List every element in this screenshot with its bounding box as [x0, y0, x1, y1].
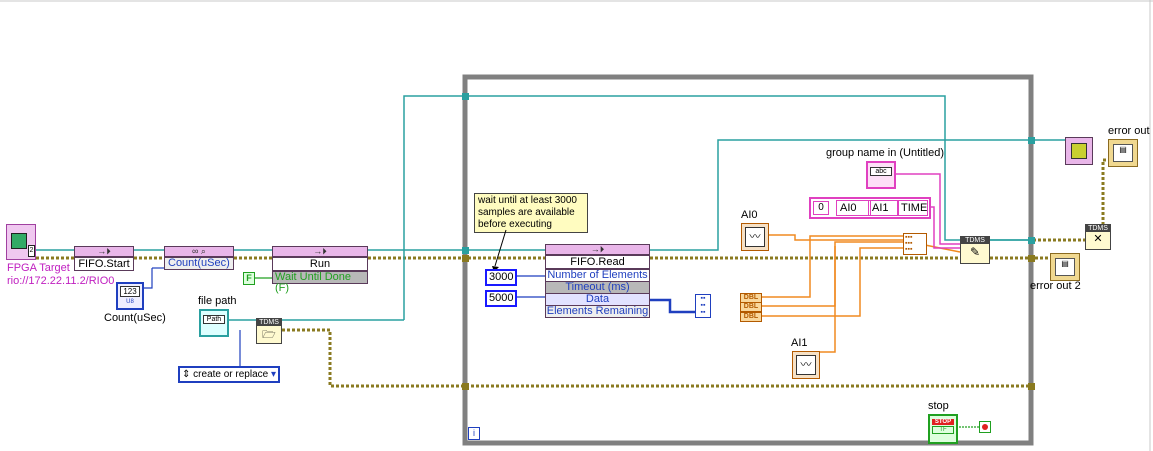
enum-arrows-icon: ⇕: [182, 369, 191, 380]
channel-item-2[interactable]: TIME: [897, 200, 928, 216]
count-indicator[interactable]: 123 U8: [116, 282, 144, 310]
tunnel-fpga-left: [462, 93, 469, 100]
string-wire: [892, 173, 960, 249]
comment-arrow-icon: [492, 229, 507, 272]
fifo-read-header: →⏵: [545, 244, 650, 255]
fpga-board-icon: [11, 233, 27, 249]
run-header: →⏵: [272, 246, 368, 257]
tunnel-fpga-left-2: [462, 247, 469, 254]
dbl-convert-1[interactable]: DBL: [740, 302, 762, 312]
error-out-2-label: error out 2: [1030, 280, 1081, 292]
ai0-label: AI0: [741, 209, 758, 221]
channel-item-0[interactable]: AI0: [836, 200, 871, 216]
operation-enum[interactable]: ⇕ create or replace ▾: [178, 366, 280, 383]
tdms-open-node[interactable]: TDMS 🗁: [256, 318, 282, 344]
fpga-target-label: FPGA Target: [7, 262, 70, 274]
comment-text: wait until at least 3000 samples are ava…: [478, 195, 577, 230]
waveform-graph-icon: 〰: [745, 227, 765, 247]
waveform-graph-icon: 〰: [796, 355, 816, 375]
number-of-elements-constant[interactable]: 3000: [485, 269, 517, 286]
error-out-indicator[interactable]: ▤: [1108, 139, 1138, 167]
fpga-target-address: rio://172.22.11.2/RIO0: [7, 275, 115, 287]
close-file-icon: ✕: [1093, 233, 1103, 245]
channel-item-1[interactable]: AI1: [868, 200, 899, 216]
count-indicator-label: Count(uSec): [104, 312, 166, 324]
tdms-close-node[interactable]: TDMS ✕: [1085, 224, 1111, 250]
timeout-constant[interactable]: 5000: [485, 290, 517, 307]
tunnel-error-left: [462, 255, 469, 262]
fifo-read-row-remaining: Elements Remaining: [545, 305, 650, 318]
u8-type-icon: U8: [126, 299, 134, 305]
group-name-label: group name in (Untitled): [826, 147, 945, 159]
tunnel-fpga-right: [1028, 137, 1035, 144]
stop-sign-icon: STOP: [932, 419, 954, 425]
index-array-node[interactable]: ▪▪▪▪▪▪: [695, 294, 711, 318]
tunnel-error-right-2: [1028, 383, 1035, 390]
numeric-display-icon: 123: [120, 286, 140, 297]
ai0-waveform-graph[interactable]: 〰: [741, 223, 769, 251]
dropdown-arrow-icon: ▾: [270, 369, 276, 380]
build-array-icon: ▪▪▪▪▪▪▪▪▪: [905, 234, 913, 253]
run-title: Run: [272, 257, 368, 271]
tdms-write-header: TDMS: [961, 237, 989, 244]
run-wait-row: Wait Until Done (F): [272, 271, 368, 294]
build-array-node[interactable]: ▪▪▪▪▪▪▪▪▪: [903, 233, 927, 255]
error-out-label: error out: [1108, 125, 1150, 137]
dbl-wire: [760, 234, 961, 353]
error-cluster-icon: ▤: [1113, 144, 1133, 162]
array-index[interactable]: 0: [813, 201, 829, 215]
tdms-write-node[interactable]: TDMS ✎: [960, 236, 990, 264]
path-icon: Path: [203, 315, 225, 324]
ai1-label: AI1: [791, 337, 808, 349]
open-folder-icon: 🗁: [262, 329, 276, 341]
loop-iteration-terminal: i: [468, 427, 480, 440]
index-array-icon: ▪▪▪▪▪▪: [700, 295, 706, 316]
fpga-target-reference[interactable]: 2: [6, 224, 36, 260]
fifo-read-title: FIFO.Read: [545, 255, 650, 269]
tunnel-error-left-2: [462, 383, 469, 390]
ai1-waveform-graph[interactable]: 〰: [792, 351, 820, 379]
fifo-start-header: →⏵: [74, 246, 134, 257]
fifo-read-node[interactable]: →⏵ FIFO.Read Number of Elements Timeout …: [545, 244, 650, 319]
readwrite-header: ∞ ⌕: [164, 246, 234, 257]
pencil-icon: ✎: [969, 245, 981, 259]
group-name-control[interactable]: abc: [866, 161, 896, 189]
file-path-label: file path: [198, 295, 237, 307]
boolean-type-icon: TF: [932, 426, 954, 434]
comment-note: wait until at least 3000 samples are ava…: [474, 193, 588, 233]
fpga-reference-wire: [36, 95, 1065, 321]
string-control-icon: abc: [870, 167, 892, 176]
stop-if-true-icon: [982, 424, 988, 430]
count-readwrite-node[interactable]: ∞ ⌕ Count(uSec): [164, 246, 234, 274]
false-constant[interactable]: F: [243, 272, 255, 285]
channel-name-array[interactable]: 0 AI0 AI1 TIME: [809, 197, 931, 219]
close-fpga-icon: [1071, 143, 1087, 159]
stop-button[interactable]: STOP TF: [928, 414, 958, 444]
tunnel-error-right: [1028, 255, 1035, 262]
dbl-convert-2[interactable]: DBL: [740, 312, 762, 322]
fifo-start-title: FIFO.Start: [74, 257, 134, 271]
stop-label: stop: [928, 400, 949, 412]
tdms-open-header: TDMS: [257, 319, 281, 326]
data-array-wire: [650, 298, 695, 314]
tdms-close-header: TDMS: [1086, 225, 1110, 232]
error-cluster-icon: ▤: [1055, 258, 1075, 276]
loop-condition-icon[interactable]: [979, 421, 991, 433]
run-node[interactable]: →⏵ Run Wait Until Done (F): [272, 246, 368, 294]
tunnel-fpga-right-2: [1028, 237, 1035, 244]
fpga-corner-icon: 2: [28, 245, 35, 257]
file-path-control[interactable]: Path: [199, 309, 229, 337]
fifo-start-node[interactable]: →⏵ FIFO.Start: [74, 246, 134, 274]
close-fpga-reference-node[interactable]: [1065, 137, 1093, 165]
count-row: Count(uSec): [164, 257, 234, 270]
operation-value: create or replace: [193, 369, 269, 380]
error-out-2-indicator[interactable]: ▤: [1050, 253, 1080, 281]
